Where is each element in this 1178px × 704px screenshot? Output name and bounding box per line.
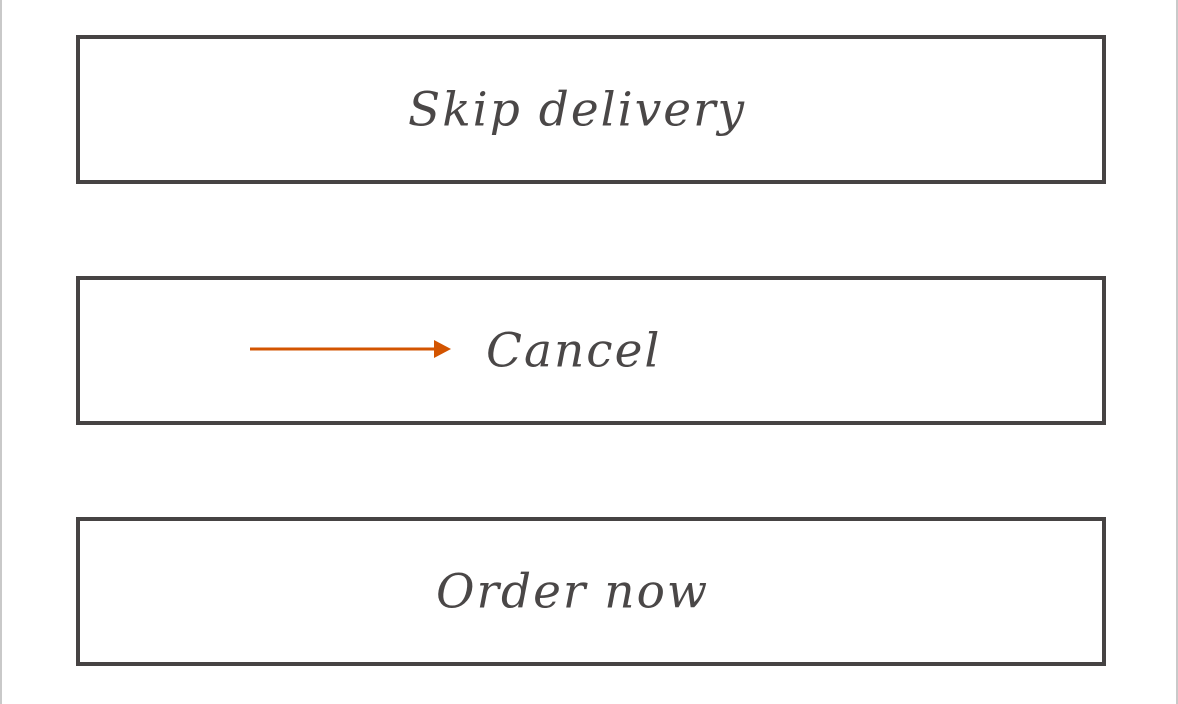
skip-delivery-button[interactable]: Skip delivery bbox=[76, 35, 1106, 184]
order-now-label: Order now bbox=[436, 564, 710, 619]
skip-delivery-label: Skip delivery bbox=[408, 82, 747, 137]
cancel-label: Cancel bbox=[486, 323, 662, 378]
cancel-button[interactable]: Cancel bbox=[76, 276, 1106, 425]
order-now-button[interactable]: Order now bbox=[76, 517, 1106, 666]
right-arrow-icon bbox=[250, 339, 451, 358]
